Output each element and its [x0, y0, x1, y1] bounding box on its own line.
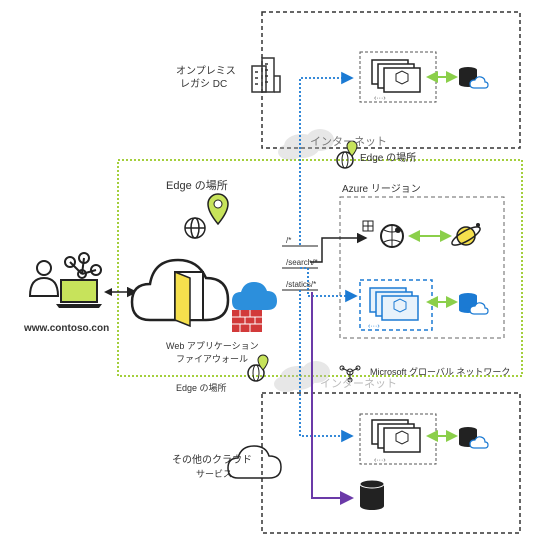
small-grid-icon: [362, 220, 374, 232]
route-statics-label: /statics/*: [286, 280, 317, 289]
building-icon: [251, 57, 281, 93]
waf-label-line2: ファイアウォール: [176, 354, 249, 364]
internet-label-bottom: インターネット: [320, 378, 397, 390]
internet-cloud-top: [278, 129, 334, 160]
azure-region-label: Azure リージョン: [342, 184, 421, 195]
edge-globe-top-icon: [336, 140, 358, 169]
users-icon: [28, 252, 102, 297]
route-black: [310, 232, 368, 263]
microsoft-network-icon: [339, 365, 361, 383]
vm-group-azure: ‹···›: [359, 279, 433, 331]
vm-group-other-cloud: ‹···›: [359, 413, 437, 465]
route-search-label: /search/*: [286, 258, 318, 267]
waf-icon: [232, 282, 277, 332]
onprem-boundary: [261, 11, 521, 149]
edge-location-main-label: Edge の場所: [166, 180, 228, 192]
azure-edge-boundary: [117, 159, 523, 377]
edge-globe-bottom-icon: [247, 354, 269, 382]
cosmos-db-icon: [451, 223, 481, 246]
route-root-label: /*: [286, 236, 292, 245]
globe-icon: [184, 217, 206, 239]
internet-label-top: インターネット: [310, 136, 387, 148]
internet-cloud-bottom: [274, 361, 330, 392]
azure-region-boundary: [339, 196, 505, 339]
location-pin-icon: [207, 193, 229, 226]
other-cloud-boundary: [261, 392, 521, 534]
edge-location-bottom-label: Edge の場所: [176, 383, 227, 393]
microsoft-network-label: Microsoft グローバル ネットワーク: [370, 367, 511, 377]
app-service-icon: [380, 224, 404, 248]
website-label: www.contoso.con: [24, 323, 110, 334]
route-purple: [311, 292, 354, 505]
other-cloud-icon: [227, 445, 282, 479]
svg-text:‹···›: ‹···›: [374, 457, 386, 464]
edge-location-top-label: Edge の場所: [360, 153, 417, 164]
other-cloud-label-line1: その他のクラウド: [172, 455, 252, 466]
other-cloud-label-line2: サービス: [196, 469, 233, 479]
laptop-icon: [56, 279, 102, 308]
sql-db-onprem-icon: [459, 67, 489, 89]
onprem-label-line2: レガシ DC: [180, 79, 228, 90]
route-blue: [299, 71, 358, 443]
front-door-cloud-icon: [130, 258, 230, 328]
onprem-label-line1: オンプレミス: [176, 66, 236, 77]
sql-db-other-icon: [459, 427, 489, 449]
storage-icon: [359, 479, 385, 510]
vm-group-onprem: ‹···›: [359, 51, 437, 103]
svg-text:‹···›: ‹···›: [374, 95, 386, 102]
waf-label-line1: Web アプリケーション: [166, 341, 259, 351]
svg-text:‹···›: ‹···›: [368, 323, 380, 330]
sql-db-azure-icon: [459, 293, 489, 315]
